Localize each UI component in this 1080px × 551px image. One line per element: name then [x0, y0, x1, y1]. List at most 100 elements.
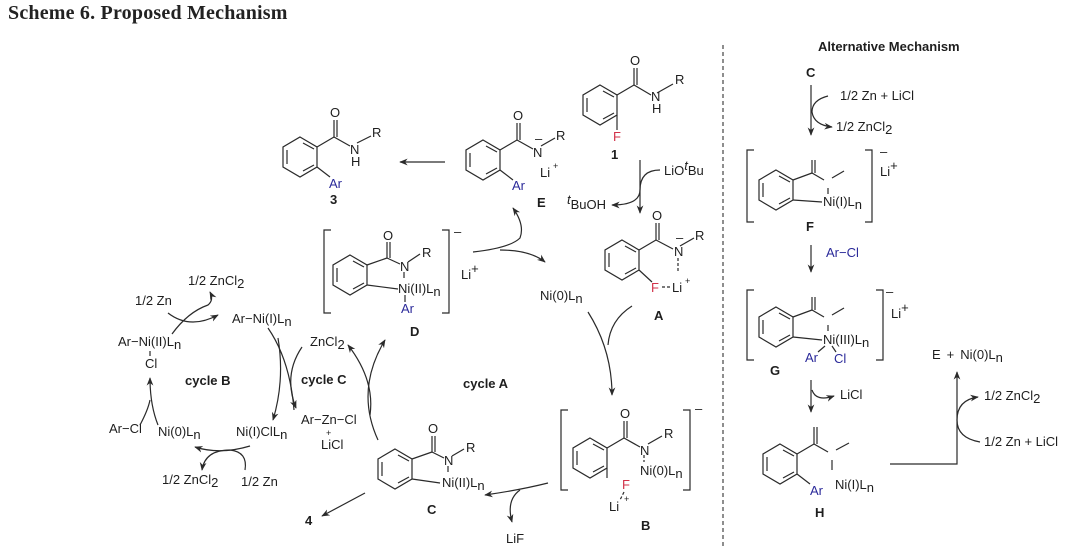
charge: – — [676, 230, 684, 245]
compound-label-E: E — [537, 195, 546, 210]
intermediate-A: O N – R F Li + A — [604, 208, 704, 323]
intermediate-B: – O N R Ni(0)Ln F Li + B — [560, 401, 703, 533]
ni1-ligand: Ni(I)Ln — [835, 477, 874, 495]
ar-cl: Ar−Cl — [109, 421, 142, 436]
counter-ion: Li+ — [891, 300, 909, 321]
ar-ni2: Ar−Ni(II)Ln — [118, 334, 181, 352]
atom-f: F — [651, 280, 659, 295]
arrow-C-to-4 — [321, 492, 366, 517]
charge: – — [695, 401, 703, 416]
intermediate-G: – Li+ Ni(III)Ln Ar Cl G — [746, 284, 909, 378]
alt-product-licl: LiCl — [840, 387, 863, 402]
arrow-zn-reduction-top — [171, 291, 217, 335]
product-3: O N H R Ar 3 — [282, 105, 381, 207]
counter-ion: Li+ — [880, 158, 898, 179]
intermediate-C: O N R Ni(II)Ln C — [377, 421, 485, 517]
compound-label-3: 3 — [330, 192, 337, 207]
ni0-cycleB: Ni(0)Ln — [158, 424, 201, 442]
product-4: 4 — [305, 513, 313, 528]
charge: – — [880, 144, 888, 159]
aryl-group: Ar — [512, 178, 526, 193]
ni2-ligand: Ni(II)Ln — [398, 281, 441, 299]
alt-product-zncl2: 1/2 ZnCl2 — [836, 119, 892, 137]
atom-f: F — [622, 477, 630, 492]
ni2-ligand: Ni(II)Ln — [442, 475, 485, 493]
intermediate-H: Ni(I)Ln Ar H — [762, 427, 874, 520]
atom-n: N — [533, 145, 542, 160]
atom-o: O — [330, 105, 340, 120]
arrow-ni2-to-ni1 — [167, 312, 219, 323]
atom-o: O — [513, 108, 523, 123]
arrow-zn-licl-curve — [811, 95, 833, 130]
compound-label-B: B — [641, 518, 650, 533]
charge: – — [454, 224, 462, 239]
atom-n: N — [350, 142, 359, 157]
arrow-ni0-to-ni2 — [146, 377, 159, 426]
ni1cl: Ni(I)ClLn — [236, 424, 287, 442]
arrow-C-to-D — [367, 339, 386, 441]
compound-label-A: A — [654, 308, 664, 323]
ni3-ligand: Ni(III)Ln — [823, 332, 869, 350]
lif: LiF — [506, 531, 524, 546]
atom-li: Li — [540, 165, 550, 180]
atom-r: R — [556, 128, 565, 143]
cycle-c-label: cycle C — [301, 372, 347, 387]
cycle-b-label: cycle B — [185, 373, 231, 388]
arrow-B-to-C — [484, 482, 549, 498]
atom-r: R — [664, 426, 673, 441]
atom-r: R — [372, 125, 381, 140]
aryl-group: Ar — [805, 350, 819, 365]
arrow-D-to-ni0 — [499, 249, 546, 263]
atom-li: Li — [672, 280, 682, 295]
half-zncl2-bottom: 1/2 ZnCl2 — [162, 472, 218, 490]
aryl-group: Ar — [401, 301, 415, 316]
arrow-base-curve — [611, 169, 661, 209]
compound-label-F: F — [806, 219, 814, 234]
li-charge: + — [685, 276, 690, 286]
alt-final: E+Ni(0)Ln — [932, 347, 1003, 365]
atom-n: N — [444, 453, 453, 468]
ni1-ligand: Ni(I)Ln — [823, 194, 862, 212]
atom-n: N — [674, 244, 683, 259]
atom-li: Li — [609, 499, 619, 514]
alt-start-C: C — [806, 65, 816, 80]
charge: – — [886, 284, 894, 299]
ni0-ligand: Ni(0)Ln — [640, 463, 683, 481]
atom-n: N — [400, 259, 409, 274]
atom-r: R — [422, 245, 431, 260]
scheme-title: Scheme 6. Proposed Mechanism — [8, 2, 288, 24]
plus-sign: + — [326, 428, 331, 438]
atom-o: O — [652, 208, 662, 223]
intermediate-F: – Li+ Ni(I)Ln F — [746, 144, 898, 234]
ni0-cycleA: Ni(0)Ln — [540, 288, 583, 306]
ar-ni1: Ar−Ni(I)Ln — [232, 311, 292, 329]
alt-reagent-zn-licl-final: 1/2 Zn + LiCl — [984, 434, 1058, 449]
compound-label-D: D — [410, 324, 419, 339]
alt-product-zncl2-final: 1/2 ZnCl2 — [984, 388, 1040, 406]
compound-label-C: C — [427, 502, 437, 517]
licl: LiCl — [321, 437, 344, 452]
arrow-licl-out — [811, 389, 835, 402]
alt-reagent-zn-licl: 1/2 Zn + LiCl — [840, 88, 914, 103]
atom-n: N — [651, 89, 660, 104]
alt-reagent-arcl: Ar−Cl — [826, 245, 859, 260]
alternative-heading: Alternative Mechanism — [818, 39, 960, 54]
atom-o: O — [630, 53, 640, 68]
arrow-H-to-E — [890, 371, 961, 465]
arrow-A-to-B — [587, 311, 616, 396]
atom-r: R — [675, 72, 684, 87]
atom-r: R — [695, 228, 704, 243]
intermediate-D: – Li+ O N R Ni(II)Ln Ar D — [323, 224, 479, 339]
arrow-zn-reduction-bottom — [199, 449, 247, 471]
chloride: Cl — [145, 356, 157, 371]
arrow-zn-reduction-alt — [956, 394, 981, 443]
atom-o: O — [383, 228, 393, 243]
arrow-zncl2-out — [347, 344, 372, 416]
arrow-ni0-join — [607, 305, 633, 346]
cycle-a-label: cycle A — [463, 376, 509, 391]
atom-h: H — [351, 154, 360, 169]
counter-ion: Li+ — [461, 261, 479, 282]
atom-h: H — [652, 101, 661, 116]
compound-label-1: 1 — [611, 147, 618, 162]
